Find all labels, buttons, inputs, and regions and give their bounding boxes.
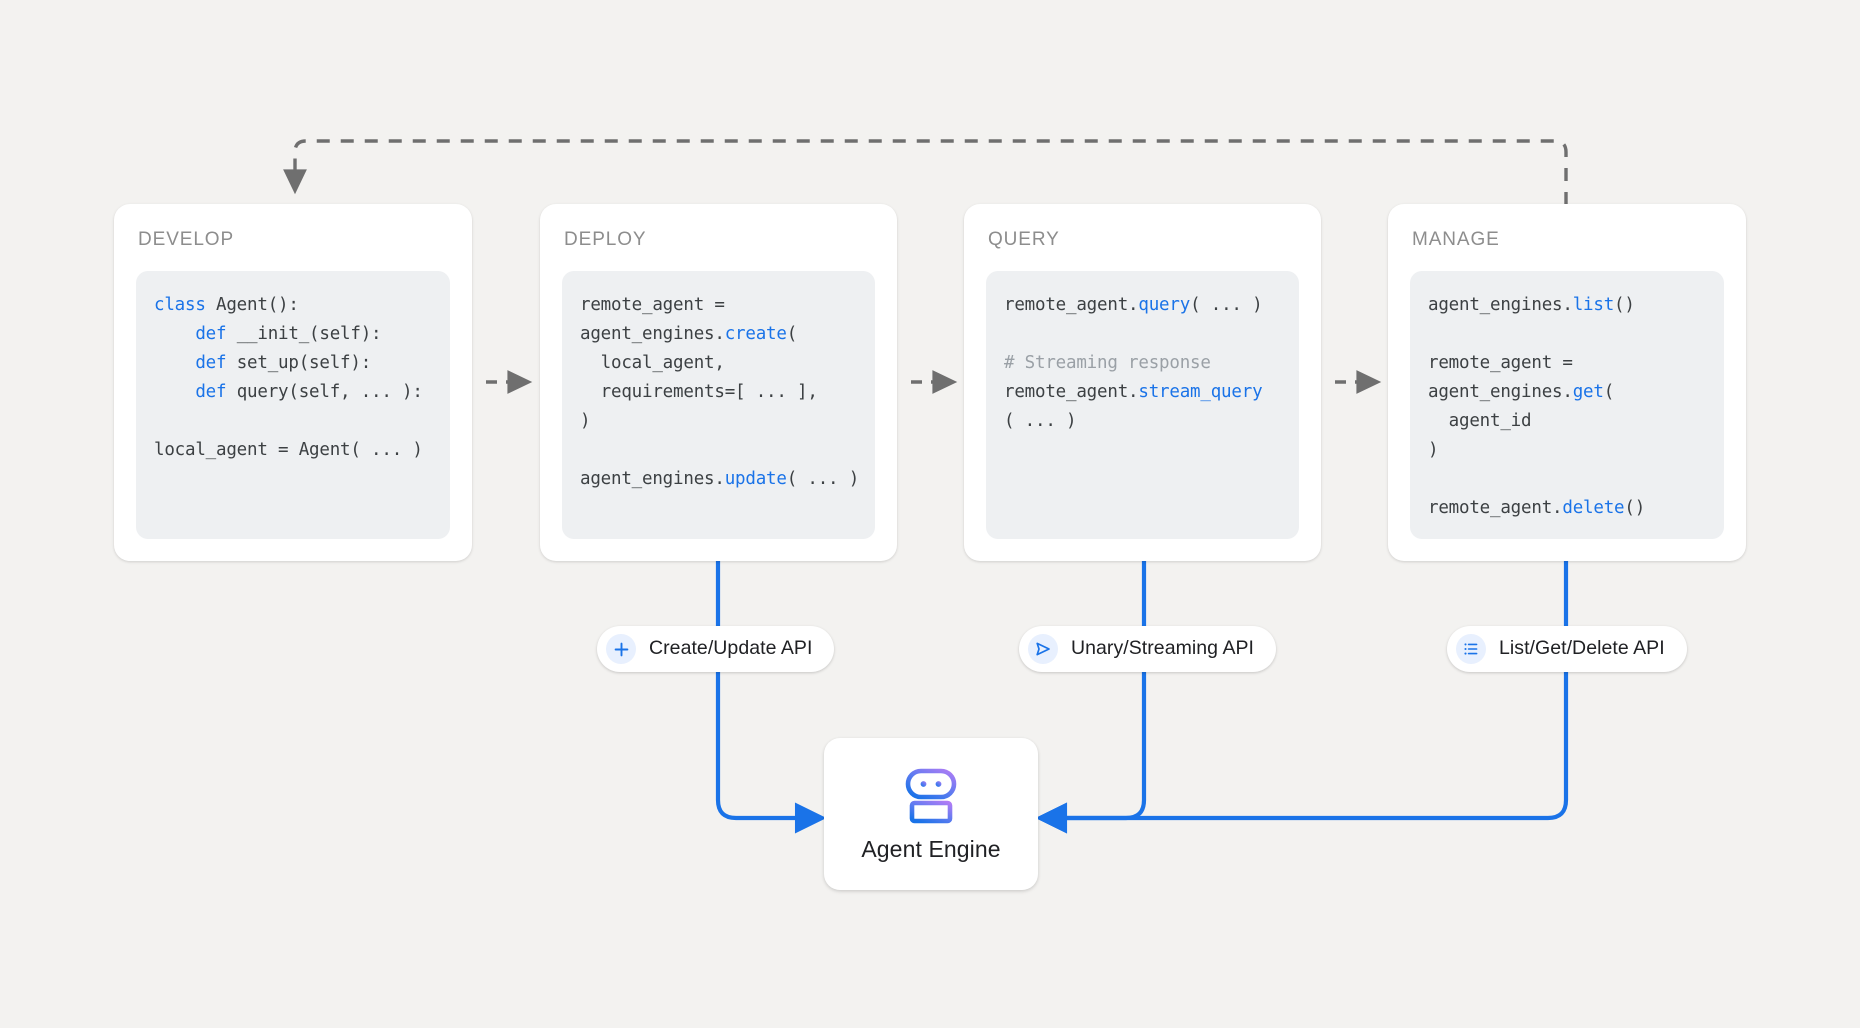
api-pill-create-update[interactable]: Create/Update API xyxy=(597,626,835,672)
agent-engine-label: Agent Engine xyxy=(861,835,1001,862)
stage-title-query: QUERY xyxy=(988,229,1060,250)
robot-icon xyxy=(900,768,962,826)
agent-engine-node[interactable]: Agent Engine xyxy=(824,738,1038,890)
list-icon xyxy=(1456,634,1486,664)
code-text-develop: class Agent(): def __init_(self): def se… xyxy=(154,295,423,460)
code-text-manage: agent_engines.list() remote_agent = agen… xyxy=(1428,295,1646,518)
api-pill-list-get-delete[interactable]: List/Get/Delete API xyxy=(1447,626,1687,672)
manage-to-agent-engine-connector xyxy=(1035,561,1569,834)
api-pill-unary-streaming[interactable]: Unary/Streaming API xyxy=(1019,626,1277,672)
code-text-deploy: remote_agent = agent_engines.create( loc… xyxy=(580,295,860,489)
api-pill-label: List/Get/Delete API xyxy=(1499,637,1665,660)
code-block-manage: agent_engines.list() remote_agent = agen… xyxy=(1410,271,1724,539)
stage-card-develop[interactable]: DEVELOP class Agent(): def __init_(self)… xyxy=(114,204,472,561)
stage-card-query[interactable]: QUERY remote_agent.query( ... ) # Stream… xyxy=(964,204,1321,561)
stage-title-develop: DEVELOP xyxy=(138,229,235,250)
stage-title-deploy: DEPLOY xyxy=(564,229,647,250)
stage-card-manage[interactable]: MANAGE agent_engines.list() remote_agent… xyxy=(1388,204,1746,561)
stage-title-manage: MANAGE xyxy=(1412,229,1500,250)
stage-card-deploy[interactable]: DEPLOY remote_agent = agent_engines.crea… xyxy=(540,204,897,561)
code-block-query: remote_agent.query( ... ) # Streaming re… xyxy=(986,271,1299,539)
query-to-agent-engine-connector xyxy=(1035,561,1147,834)
code-block-deploy: remote_agent = agent_engines.create( loc… xyxy=(562,271,875,539)
feedback-loop-connector xyxy=(283,139,1568,205)
code-text-query: remote_agent.query( ... ) # Streaming re… xyxy=(1004,295,1263,431)
plus-icon xyxy=(606,634,636,664)
send-icon xyxy=(1028,634,1058,664)
code-block-develop: class Agent(): def __init_(self): def se… xyxy=(136,271,450,539)
deploy-to-agent-engine-connector xyxy=(715,561,827,834)
api-pill-label: Create/Update API xyxy=(649,637,813,660)
api-pill-label: Unary/Streaming API xyxy=(1071,637,1255,660)
